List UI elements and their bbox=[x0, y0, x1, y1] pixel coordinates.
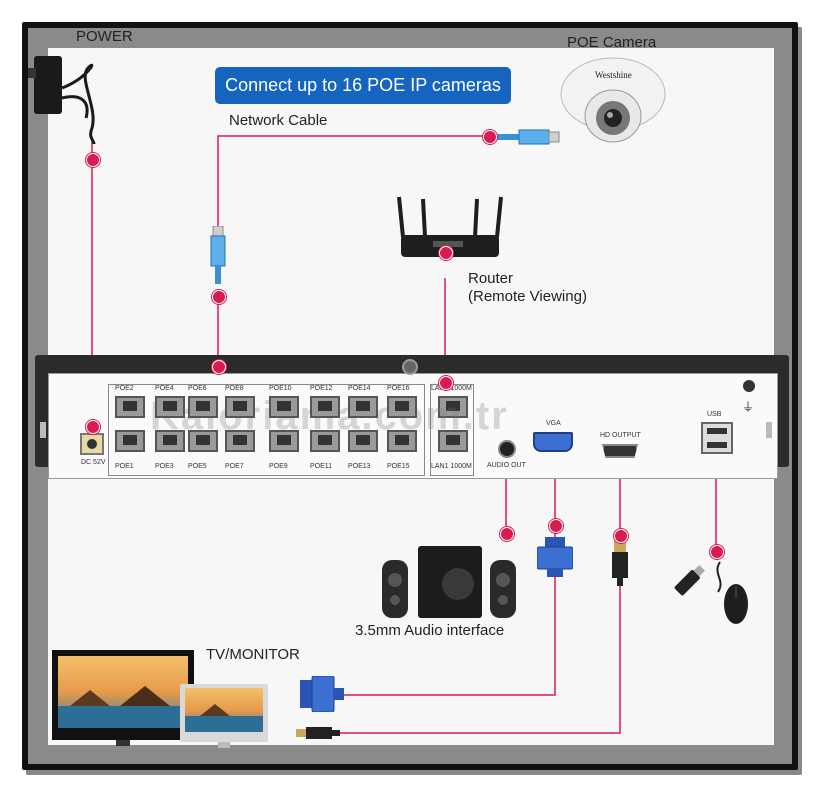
network-cable-line bbox=[217, 135, 489, 270]
usb-stick-icon bbox=[674, 565, 705, 596]
dc-label: DC 52V bbox=[81, 459, 106, 466]
router-icon bbox=[397, 196, 503, 257]
screw-icon bbox=[402, 359, 418, 375]
poe-port-label: POE11 bbox=[310, 463, 333, 470]
audio-label: 3.5mm Audio interface bbox=[355, 622, 505, 639]
poe-port-block bbox=[108, 384, 425, 476]
poe-port-poe3[interactable] bbox=[155, 430, 185, 452]
connector-dot bbox=[500, 527, 514, 541]
network-cable-label: Network Cable bbox=[229, 112, 328, 129]
poe-port-poe7[interactable] bbox=[225, 430, 255, 452]
poe-port-poe5[interactable] bbox=[188, 430, 218, 452]
poe-port-label: POE13 bbox=[348, 463, 371, 470]
poe-port-poe2[interactable] bbox=[115, 396, 145, 418]
connector-dot bbox=[483, 130, 497, 144]
poe-port-label: POE12 bbox=[310, 385, 333, 392]
router-sublabel: (Remote Viewing) bbox=[468, 288, 587, 305]
rj45-connector-icon bbox=[497, 129, 560, 145]
dome-camera-icon bbox=[560, 57, 666, 143]
poe-port-poe6[interactable] bbox=[188, 396, 218, 418]
nvr-rear-panel bbox=[48, 373, 778, 479]
connector-dot bbox=[439, 246, 453, 260]
rj45-plug-icon bbox=[210, 226, 226, 284]
hdmi-port[interactable] bbox=[602, 444, 638, 458]
knob-icon bbox=[743, 380, 755, 392]
poe-port-label: POE5 bbox=[188, 463, 207, 470]
dc-power-jack[interactable] bbox=[80, 433, 104, 455]
connector-dot bbox=[86, 420, 100, 434]
vga-line bbox=[340, 452, 556, 696]
poe-port-poe9[interactable] bbox=[269, 430, 299, 452]
poe-port-poe8[interactable] bbox=[225, 396, 255, 418]
lan2-port[interactable] bbox=[438, 396, 468, 418]
connector-dot bbox=[614, 529, 628, 543]
connector-dot bbox=[212, 290, 226, 304]
poe-port-poe16[interactable] bbox=[387, 396, 417, 418]
lan2-label: LAN2 1000M bbox=[431, 385, 472, 392]
poe-port-label: POE4 bbox=[155, 385, 174, 392]
poe-port-label: POE6 bbox=[188, 385, 207, 392]
router-label: Router bbox=[468, 270, 514, 287]
tv-label: TV/MONITOR bbox=[206, 646, 300, 663]
poe-port-poe1[interactable] bbox=[115, 430, 145, 452]
poe-port-poe15[interactable] bbox=[387, 430, 417, 452]
connector-dot bbox=[710, 545, 724, 559]
mount-slot bbox=[40, 422, 46, 438]
ground-icon: ⏚ bbox=[742, 400, 755, 414]
poe-port-label: POE8 bbox=[225, 385, 244, 392]
power-label: POWER bbox=[76, 28, 133, 45]
tv-monitor-icon bbox=[52, 650, 268, 748]
camera-label: POE Camera bbox=[567, 34, 657, 51]
monitor-vga-plug-icon bbox=[300, 676, 344, 712]
poe-port-poe13[interactable] bbox=[348, 430, 378, 452]
hdmi-label: HD OUTPUT bbox=[600, 432, 641, 439]
connector-dot bbox=[86, 153, 100, 167]
poe-port-poe10[interactable] bbox=[269, 396, 299, 418]
poe-port-label: POE7 bbox=[225, 463, 244, 470]
poe-port-label: POE16 bbox=[387, 385, 410, 392]
hdmi-plug-icon bbox=[612, 538, 628, 586]
poe-port-label: POE15 bbox=[387, 463, 410, 470]
power-adapter-icon bbox=[28, 56, 96, 145]
lan1-port[interactable] bbox=[438, 430, 468, 452]
poe-port-label: POE2 bbox=[115, 385, 134, 392]
poe-port-label: POE1 bbox=[115, 463, 134, 470]
lan1-label: LAN1 1000M bbox=[431, 463, 472, 470]
poe-port-label: POE10 bbox=[269, 385, 292, 392]
usb-ports[interactable] bbox=[701, 422, 733, 454]
poe-port-poe11[interactable] bbox=[310, 430, 340, 452]
header-banner: Connect up to 16 POE IP cameras bbox=[215, 67, 511, 104]
vga-plug-icon bbox=[537, 537, 573, 577]
poe-port-label: POE9 bbox=[269, 463, 288, 470]
speaker-system-icon bbox=[382, 546, 516, 618]
usb-label: USB bbox=[707, 411, 722, 418]
audio-out-jack[interactable] bbox=[498, 440, 516, 458]
poe-port-label: POE14 bbox=[348, 385, 371, 392]
poe-port-poe14[interactable] bbox=[348, 396, 378, 418]
vga-port[interactable] bbox=[533, 432, 573, 452]
connector-dot bbox=[439, 376, 453, 390]
poe-port-poe4[interactable] bbox=[155, 396, 185, 418]
poe-port-poe12[interactable] bbox=[310, 396, 340, 418]
camera-brand: Westshine bbox=[595, 70, 632, 80]
poe-port-label: POE3 bbox=[155, 463, 174, 470]
vga-label: VGA bbox=[546, 420, 561, 427]
mount-slot bbox=[766, 422, 772, 438]
mouse-icon bbox=[716, 561, 748, 624]
connector-dot bbox=[549, 519, 563, 533]
monitor-hdmi-plug-icon bbox=[296, 727, 340, 739]
connector-dot bbox=[212, 360, 226, 374]
audio-out-label: AUDIO OUT bbox=[487, 462, 526, 469]
